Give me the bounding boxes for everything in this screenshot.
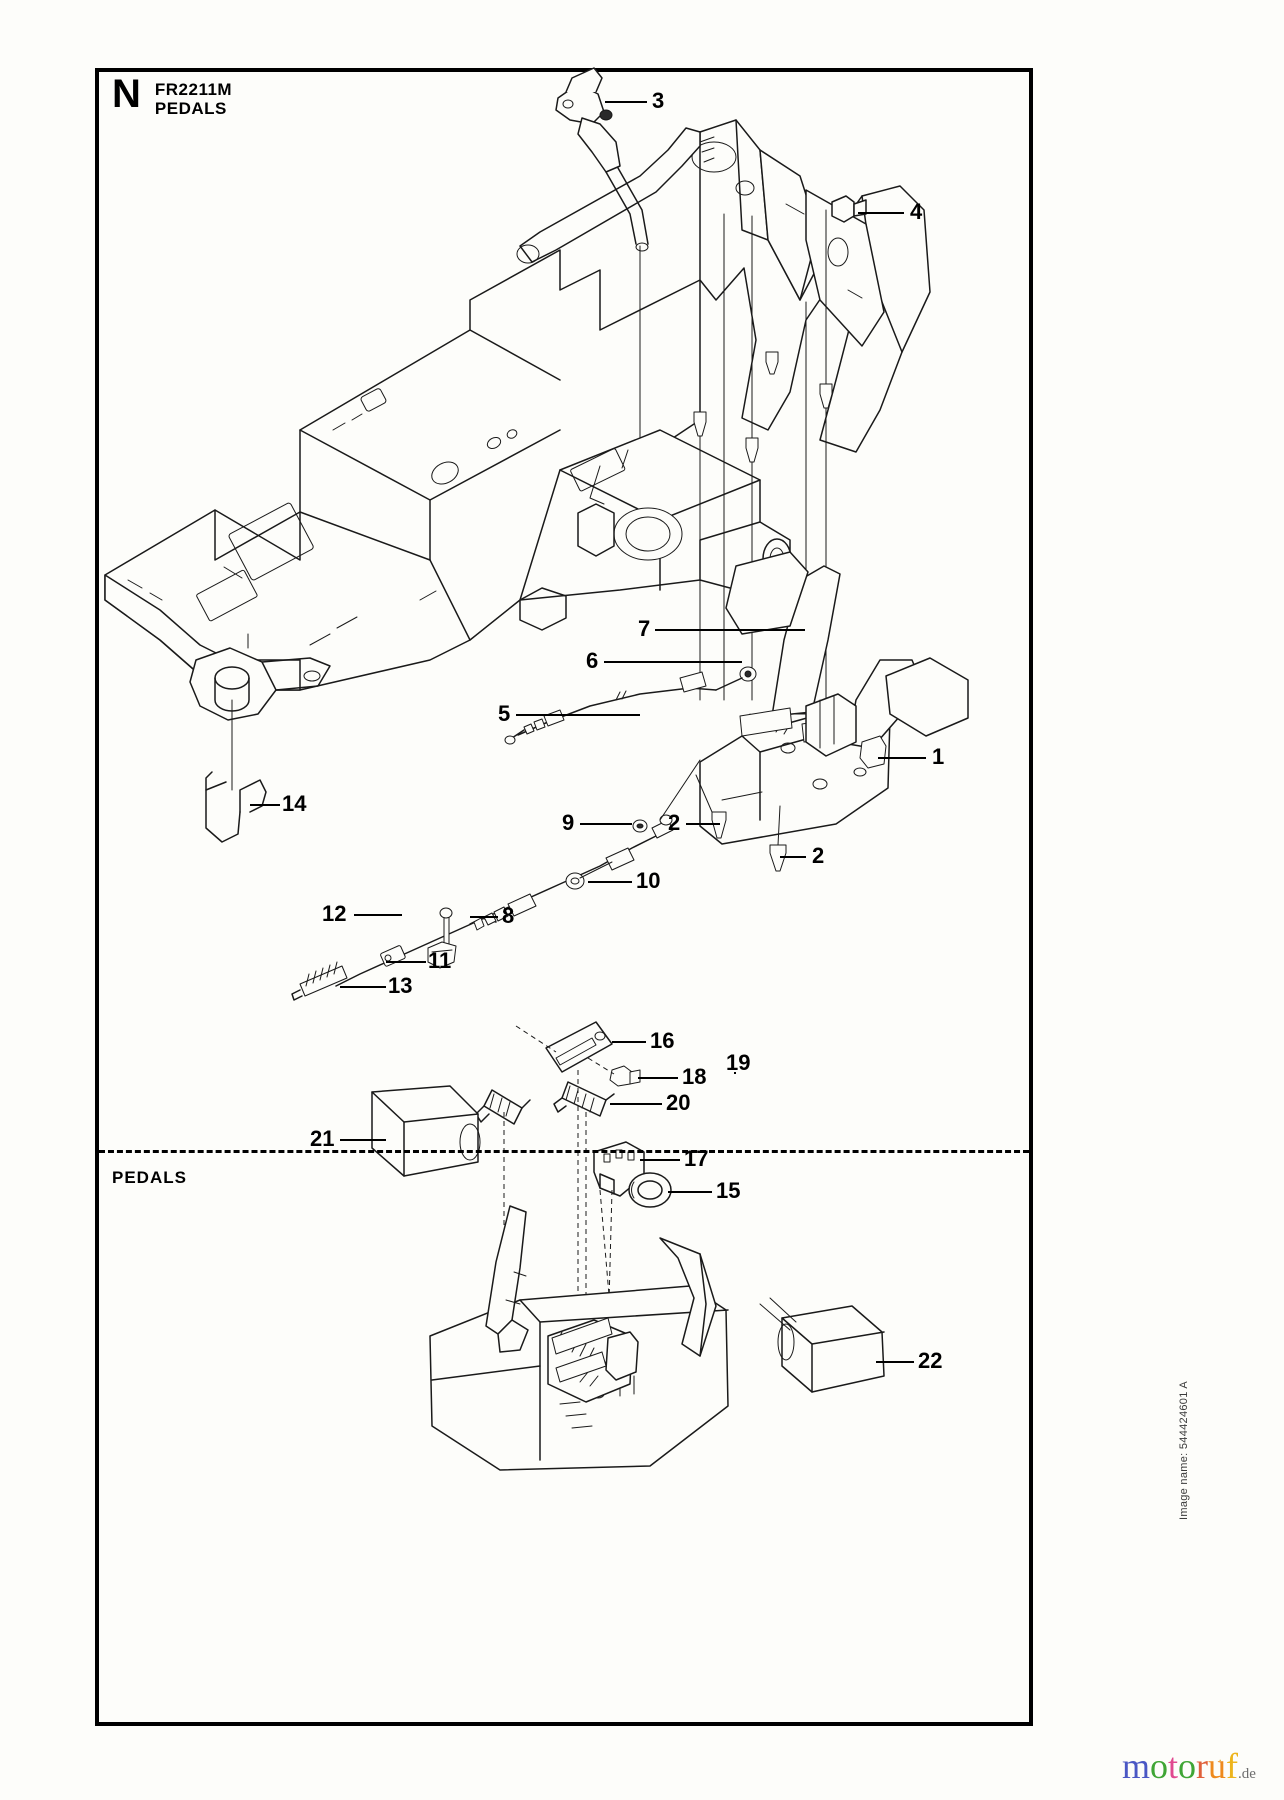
- callout-number-21: 21: [310, 1126, 335, 1151]
- callout-leader-8: [470, 916, 498, 918]
- callout-number-14: 14: [282, 791, 307, 816]
- diagram-header: N FR2211M PEDALS: [112, 72, 233, 118]
- callout-leader-17: [640, 1159, 680, 1161]
- callout-number-12: 12: [322, 901, 347, 926]
- callout-leader-6: [604, 661, 742, 663]
- callout-number-5: 5: [498, 701, 511, 726]
- callout-leader-12: [354, 914, 402, 916]
- watermark-letter-4: r: [1196, 1746, 1209, 1786]
- callout-number-10: 10: [636, 868, 661, 893]
- callout-number-4: 4: [910, 199, 923, 224]
- detail-section-title: PEDALS: [112, 1168, 187, 1187]
- callout-number-19: 19: [726, 1050, 751, 1075]
- image-name-label: Image name: 544424601 A: [1178, 1380, 1190, 1520]
- callout-number-22: 22: [918, 1348, 943, 1373]
- callout-leader-19: [734, 1072, 736, 1074]
- callout-number-11: 11: [428, 948, 452, 973]
- callout-leader-9: [580, 823, 632, 825]
- callout-number-15: 15: [716, 1178, 741, 1203]
- callout-number-13: 13: [388, 973, 413, 998]
- callout-leader-5: [516, 714, 640, 716]
- section-divider: [99, 1150, 1029, 1153]
- callout-number-16: 16: [650, 1028, 675, 1053]
- callout-leader-22: [876, 1361, 914, 1363]
- motoruf-watermark-logo: motoruf.de ˙: [1122, 1748, 1256, 1792]
- callout-leader-7: [655, 629, 805, 631]
- callout-number-6: 6: [586, 648, 599, 673]
- callout-number-17: 17: [684, 1146, 709, 1171]
- model-name: FR2211M: [154, 80, 233, 99]
- callout-number-3: 3: [652, 88, 665, 113]
- section-name: PEDALS: [154, 99, 227, 118]
- diagram-frame: [95, 68, 1033, 1726]
- callout-number-7: 7: [638, 616, 651, 641]
- watermark-suffix: .de: [1238, 1766, 1256, 1782]
- watermark-letter-1: o: [1150, 1746, 1169, 1786]
- section-letter: N: [112, 72, 141, 116]
- callout-leader-20: [610, 1103, 662, 1105]
- callout-leader-11: [386, 961, 426, 963]
- callout-number-2a: 2: [668, 810, 681, 835]
- callout-leader-1: [878, 757, 926, 759]
- callout-leader-13: [340, 986, 386, 988]
- callout-number-8: 8: [502, 903, 515, 928]
- callout-leader-3: [605, 101, 647, 103]
- watermark-letter-6: f: [1226, 1746, 1239, 1786]
- callout-number-20: 20: [666, 1090, 691, 1115]
- callout-leader-16: [612, 1041, 646, 1043]
- watermark-letter-2: t: [1168, 1746, 1179, 1786]
- watermark-letter-0: m: [1122, 1746, 1151, 1786]
- callout-leader-2a: [686, 823, 720, 825]
- callout-leader-2b: [780, 856, 806, 858]
- callout-leader-10: [588, 881, 632, 883]
- callout-leader-4: [858, 212, 904, 214]
- watermark-letter-5: u: [1208, 1746, 1227, 1786]
- callout-number-9: 9: [562, 810, 575, 835]
- callout-leader-14: [250, 804, 280, 806]
- callout-number-2b: 2: [812, 843, 825, 868]
- watermark-tick-icon: ˙: [1218, 1756, 1223, 1771]
- watermark-letter-3: o: [1178, 1746, 1197, 1786]
- callout-leader-21: [340, 1139, 386, 1141]
- callout-number-18: 18: [682, 1064, 707, 1089]
- callout-leader-15: [668, 1191, 712, 1193]
- callout-number-1: 1: [932, 744, 945, 769]
- callout-leader-18: [638, 1077, 678, 1079]
